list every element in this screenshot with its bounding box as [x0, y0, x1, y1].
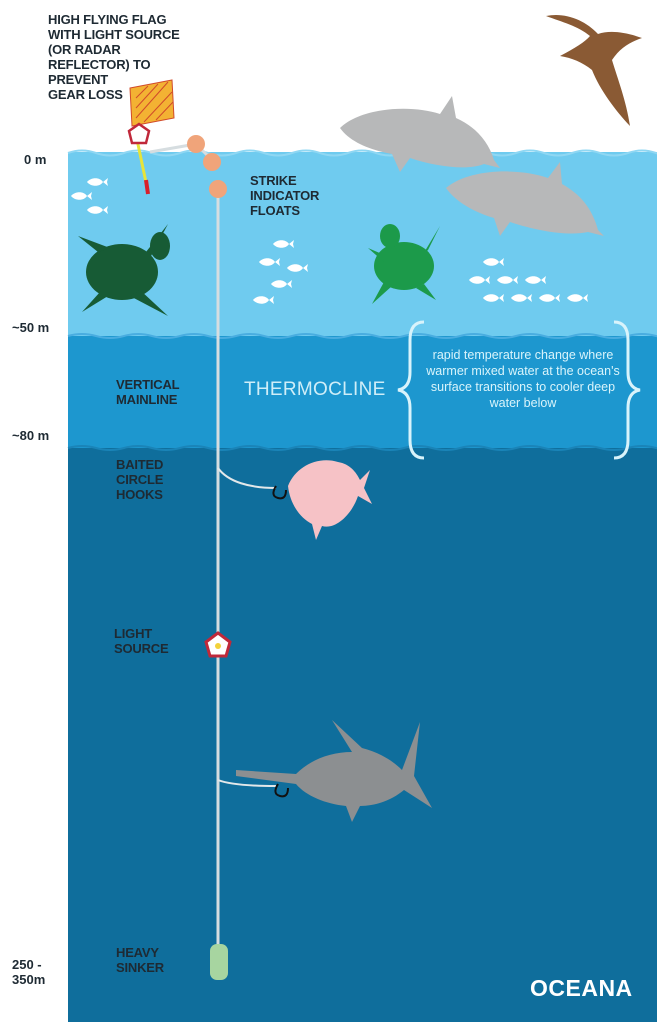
thermocline-description: rapid temperature change where warmer mi…	[423, 347, 623, 411]
depth-label-80m: ~80 m	[12, 428, 49, 443]
depth-label-50m: ~50 m	[12, 320, 49, 335]
strike-indicator-float-3	[209, 180, 227, 198]
depth-label-bottom: 250 - 350m	[12, 957, 45, 987]
mainline-label: VERTICAL MAINLINE	[116, 377, 179, 407]
floats-label: STRIKE INDICATOR FLOATS	[250, 173, 319, 218]
flag-light-marker	[129, 124, 149, 143]
flag-label: HIGH FLYING FLAG WITH LIGHT SOURCE (OR R…	[48, 12, 180, 102]
sinker-label: HEAVY SINKER	[116, 945, 164, 975]
oceana-logo: OCEANA	[530, 975, 633, 1002]
hooks-label: BAITED CIRCLE HOOKS	[116, 457, 163, 502]
bird-icon	[546, 15, 642, 126]
strike-indicator-float-2	[203, 153, 221, 171]
strike-indicator-float	[187, 135, 205, 153]
deep-water-layer	[68, 448, 657, 1022]
light-source-label: LIGHT SOURCE	[114, 626, 168, 656]
depth-label-0m: 0 m	[24, 152, 46, 167]
thermocline-label: THERMOCLINE	[244, 379, 386, 401]
heavy-sinker	[210, 944, 228, 980]
